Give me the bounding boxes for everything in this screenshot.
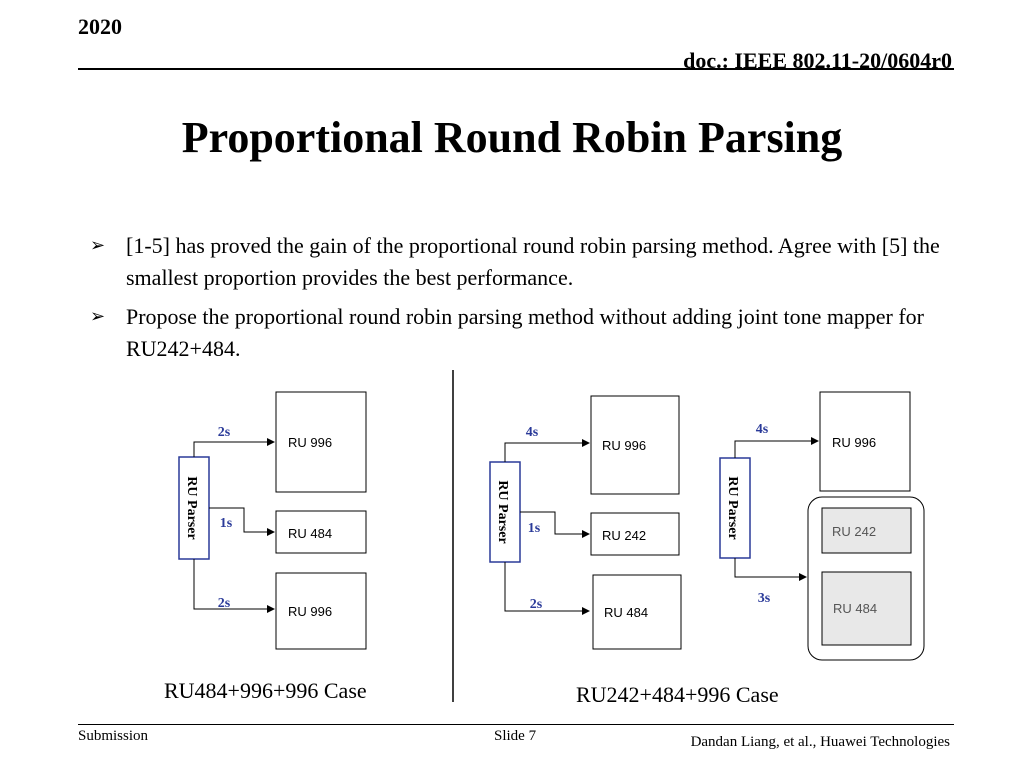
footer-submission: Submission [78,728,149,744]
ru-box-label: RU 996 [288,435,332,450]
header-divider [78,68,954,70]
caption-left: RU484+996+996 Case [164,678,367,703]
ratio-label-bottom: 2s [218,596,231,611]
arrow-bullet-icon: ➢ [90,306,106,327]
ru-box [275,391,367,493]
ru-box-label: RU 242 [602,528,646,543]
header-year: 2020 [78,14,122,39]
arrow-top [734,437,819,458]
arrow-mid [520,511,590,538]
ru-box [819,391,911,492]
footer-divider [78,724,954,725]
footer-authors: Dandan Liang, et al., Huawei Technologie… [690,734,950,750]
ratio-label-mid: 1s [220,516,233,531]
ru-box-label: RU 996 [288,604,332,619]
bullet-item: ➢ [1-5] has proved the gain of the propo… [90,230,970,294]
ru-parser-box [719,457,751,559]
ratio-label-bottom: 2s [530,597,543,612]
ru-parser-label: RU Parser [184,476,199,539]
bullet-text: Propose the proportional round robin par… [126,304,924,361]
bullet-text: [1-5] has proved the gain of the proport… [126,233,940,290]
arrow-bottom [193,559,275,613]
arrow-bullet-icon: ➢ [90,235,106,256]
caption-right: RU242+484+996 Case [576,682,779,707]
ru-box [592,574,682,650]
ratio-label-top: 4s [526,425,539,440]
slide-title: Proportional Round Robin Parsing [181,113,843,162]
ru-box-label: RU 242 [832,524,876,539]
ru-parser-label: RU Parser [495,480,510,543]
arrow-bottom [734,558,807,581]
ru-box-label: RU 996 [602,438,646,453]
ru-box-label: RU 484 [288,526,332,541]
ru-box [275,510,367,554]
ru-box [275,572,367,650]
ru-parser-label: RU Parser [725,476,740,539]
ru-box-label: RU 484 [604,605,648,620]
arrow-bottom [504,562,590,615]
arrow-top [193,438,275,457]
ru-box [590,395,680,495]
diagram-right-a: RU Parser 4s 1s 2s RU 996 RU 242 RU 484 [489,395,682,650]
ru-box [590,512,680,556]
ratio-label-mid: 1s [528,521,541,536]
diagram-left: RU Parser 2s 1s 2s RU 996 RU 484 RU 996 [178,391,367,650]
diagram-right-b: RU Parser 4s 3s RU 996 RU 242 RU 484 [719,391,925,661]
ru-box [821,571,912,646]
ratio-label-top: 4s [756,422,769,437]
footer-slide-number: Slide 7 [494,728,537,744]
ru-box [821,507,912,554]
arrow-top [504,439,590,462]
ru-box-label: RU 996 [832,435,876,450]
bullet-item: ➢ Propose the proportional round robin p… [90,301,970,365]
arrow-mid [209,507,275,536]
ratio-label-top: 2s [218,425,231,440]
ru-box-label: RU 484 [833,601,877,616]
ratio-label-bottom: 3s [758,591,771,606]
bullet-list: ➢ [1-5] has proved the gain of the propo… [90,230,970,372]
